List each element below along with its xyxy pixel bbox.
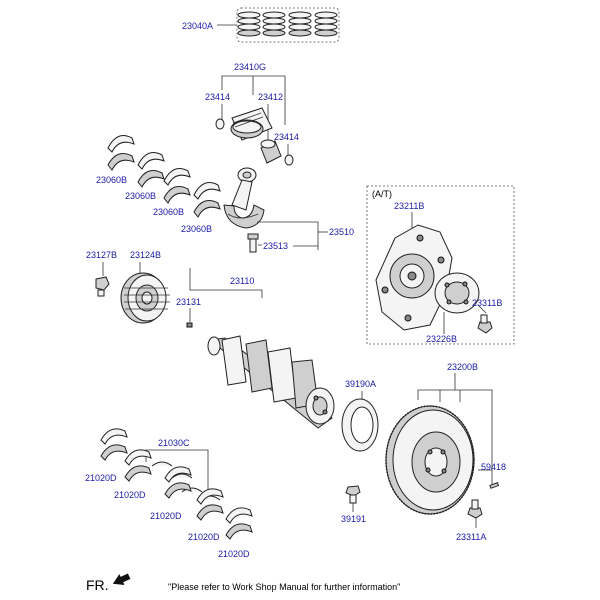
label-23110[interactable]: 23110	[230, 276, 254, 286]
connecting-rod[interactable]	[223, 167, 265, 229]
label-23131[interactable]: 23131	[176, 297, 201, 307]
label-23060B-1[interactable]: 23060B	[96, 175, 127, 185]
main-bearing-4[interactable]	[196, 488, 224, 521]
label-21020D-1[interactable]: 21020D	[85, 473, 117, 483]
label-23211B[interactable]: 23211B	[394, 201, 424, 211]
label-21020D-3[interactable]: 21020D	[150, 511, 182, 521]
label-21030C[interactable]: 21030C	[158, 438, 190, 448]
damper-pulley[interactable]	[120, 272, 170, 324]
piston[interactable]	[230, 107, 273, 141]
label-23060B-3[interactable]: 23060B	[153, 207, 184, 217]
label-23226B[interactable]: 23226B	[426, 334, 457, 344]
label-23510[interactable]: 23510	[329, 227, 354, 237]
label-39191[interactable]: 39191	[341, 514, 366, 524]
crankshaft[interactable]	[207, 335, 335, 429]
label-23513[interactable]: 23513	[263, 241, 288, 251]
pulley-bolt[interactable]	[95, 276, 110, 297]
label-23414-right[interactable]: 23414	[274, 132, 299, 142]
label-23040A[interactable]: 23040A	[182, 21, 213, 31]
label-23200B[interactable]: 23200B	[447, 362, 478, 372]
main-bearing-2[interactable]	[124, 449, 152, 482]
drive-plate-bolt[interactable]	[477, 314, 493, 334]
label-23127B[interactable]: 23127B	[86, 250, 117, 260]
label-23060B-2[interactable]: 23060B	[125, 191, 156, 201]
upper-bearing-2[interactable]	[137, 152, 165, 188]
label-21020D-5[interactable]: 21020D	[218, 549, 250, 559]
label-23124B[interactable]: 23124B	[130, 250, 161, 260]
crank-key[interactable]	[186, 322, 193, 328]
dowel-pin[interactable]	[489, 482, 500, 489]
flywheel-bolt[interactable]	[467, 499, 483, 519]
label-23311A[interactable]: 23311A	[456, 532, 486, 542]
upper-bearing-4[interactable]	[193, 182, 221, 218]
footer-note: "Please refer to Work Shop Manual for fu…	[168, 582, 400, 592]
label-39190A[interactable]: 39190A	[345, 379, 376, 389]
upper-bearing-1[interactable]	[107, 135, 135, 171]
label-21020D-4[interactable]: 21020D	[188, 532, 220, 542]
front-direction-label: FR.	[86, 577, 109, 593]
at-variant-label: (A/T)	[372, 189, 392, 199]
piston-pin[interactable]	[260, 139, 282, 164]
label-23311B[interactable]: 23311B	[472, 298, 502, 308]
main-bearing-3[interactable]	[164, 466, 192, 499]
ring-gear[interactable]	[341, 398, 379, 452]
main-bearing-1[interactable]	[100, 428, 128, 461]
label-23412[interactable]: 23412	[258, 92, 283, 102]
adapter-plate[interactable]	[434, 272, 480, 314]
thrust-washers[interactable]	[151, 461, 221, 501]
main-bearing-5[interactable]	[225, 507, 253, 540]
label-23414-left[interactable]: 23414	[205, 92, 230, 102]
rod-bolt[interactable]	[247, 233, 259, 253]
snap-ring-left[interactable]	[215, 118, 225, 130]
at-variant-box	[366, 185, 515, 345]
sensor-bolt[interactable]	[345, 485, 361, 504]
label-21020D-2[interactable]: 21020D	[114, 490, 146, 500]
flywheel[interactable]	[385, 405, 475, 515]
front-arrow-icon	[112, 573, 131, 586]
piston-ring-set[interactable]	[236, 7, 340, 43]
label-59418[interactable]: 59418	[481, 462, 506, 472]
label-23410G[interactable]: 23410G	[234, 62, 266, 72]
upper-bearing-3[interactable]	[163, 168, 191, 204]
drive-plate[interactable]	[375, 224, 453, 331]
label-23060B-4[interactable]: 23060B	[181, 224, 212, 234]
snap-ring-right[interactable]	[284, 154, 294, 166]
